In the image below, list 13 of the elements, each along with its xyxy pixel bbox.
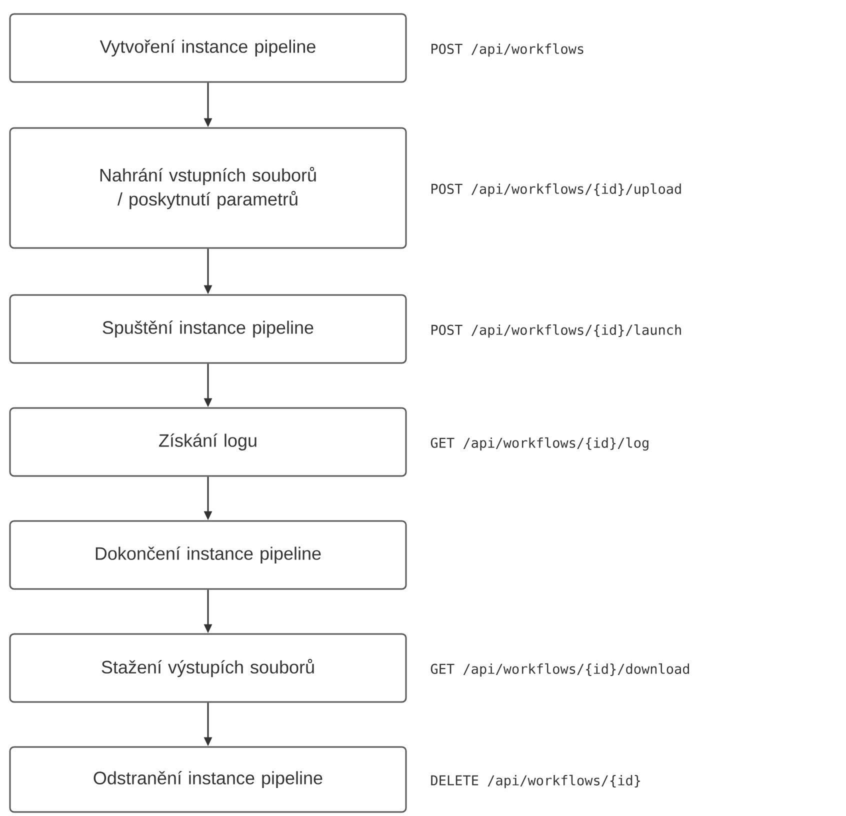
process-box: Získání logu [9, 407, 407, 477]
endpoint-label: DELETE /api/workflows/{id} [431, 774, 640, 788]
process-box: Dokončení instance pipeline [9, 520, 407, 590]
endpoint-label: POST /api/workflows/{id}/upload [432, 183, 681, 197]
process-box: Nahrání vstupních souborů / poskytnutí parametrů [9, 127, 407, 249]
endpoint-label: GET /api/workflows/{id}/log [430, 437, 648, 451]
process-box: Stažení výstupích souborů [9, 633, 407, 703]
process-box: Spuštění instance pipeline [9, 294, 407, 364]
process-box: Vytvoření instance pipeline [9, 13, 407, 83]
endpoint-label: GET /api/workflows/{id}/download [430, 663, 689, 677]
endpoint-label: POST /api/workflows/{id}/launch [432, 324, 681, 338]
process-box: Odstranění instance pipeline [9, 746, 407, 813]
endpoint-label: POST /api/workflows [432, 43, 584, 57]
